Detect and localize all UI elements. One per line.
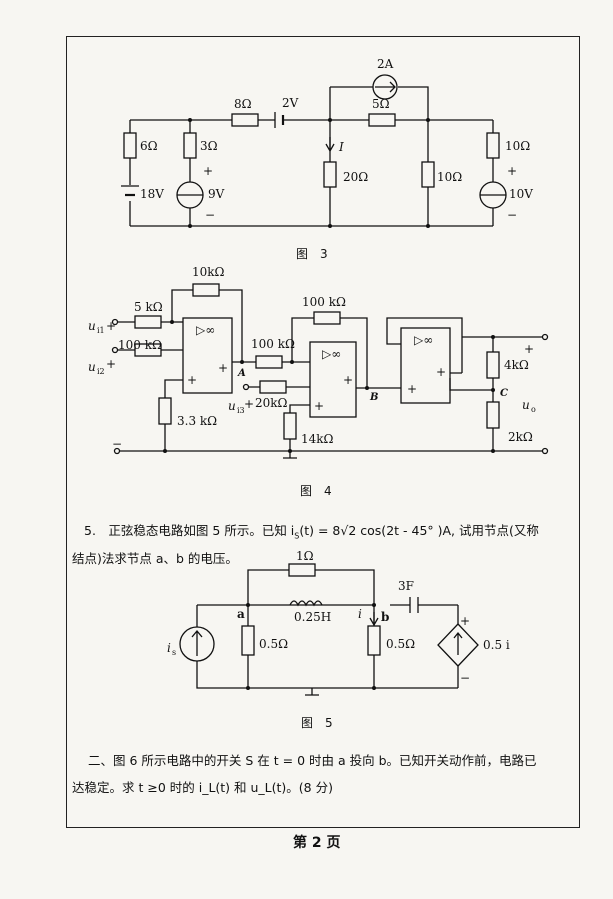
problem-5-sub: S bbox=[294, 531, 300, 541]
fig4-ui3-label: u bbox=[228, 399, 236, 413]
fig4-op1-plus-out: + bbox=[218, 361, 228, 375]
fig4-r10k-label: 10kΩ bbox=[192, 265, 225, 279]
fig5-l-label: 0.25H bbox=[294, 610, 331, 624]
figure-4-caption: 图 4 bbox=[300, 484, 332, 498]
figure-3-caption: 图 3 bbox=[296, 247, 328, 261]
fig4-ui1-sub: i1 bbox=[97, 326, 105, 335]
fig3-9v-label: 9V bbox=[208, 187, 225, 201]
fig4-r100b-label: 100 kΩ bbox=[251, 337, 295, 351]
fig4-uo-sub: o bbox=[531, 405, 536, 414]
fig4-opamp1-plus: + bbox=[187, 373, 197, 387]
fig4-ui2-plus: + bbox=[106, 357, 116, 371]
fig3-plus-2: + bbox=[507, 164, 517, 178]
fig4-out-plus: + bbox=[524, 342, 534, 356]
fig4-opamp1-symbol: ▷∞ bbox=[196, 323, 215, 337]
problem-5-text-a: 5. 正弦稳态电路如图 5 所示。已知 i bbox=[84, 523, 295, 538]
fig4-op2-plus-out: + bbox=[343, 373, 353, 387]
fig3-minus-2: − bbox=[507, 208, 517, 222]
fig4-r14k-label: 14kΩ bbox=[301, 432, 334, 446]
fig5-ra-label: 0.5Ω bbox=[259, 637, 288, 651]
fig4-opamp2-symbol: ▷∞ bbox=[322, 347, 341, 361]
fig5-plus: + bbox=[460, 614, 470, 628]
fig5-is-label: i bbox=[167, 641, 171, 655]
fig4-opamp2-plus: + bbox=[314, 399, 324, 413]
fig4-ui2-sub: i2 bbox=[97, 367, 105, 376]
fig5-rb-label: 0.5Ω bbox=[386, 637, 415, 651]
fig3-2v-label: 2V bbox=[282, 96, 299, 110]
fig4-ui1-label: u bbox=[88, 319, 96, 333]
fig4-r100c-label: 100 kΩ bbox=[302, 295, 346, 309]
fig3-r8-label: 8Ω bbox=[234, 97, 252, 111]
page-number: 第 2 页 bbox=[293, 835, 341, 851]
fig4-ui1-plus: + bbox=[106, 319, 116, 333]
fig4-r33-label: 3.3 kΩ bbox=[177, 414, 217, 428]
fig3-r10a-label: 10Ω bbox=[437, 170, 462, 184]
section-2-line-1: 二、图 6 所示电路中的开关 S 在 t = 0 时由 a 投向 b。已知开关动… bbox=[88, 753, 537, 768]
fig5-node-a: a bbox=[237, 607, 245, 621]
section-2-line-2: 达稳定。求 t ≥0 时的 i_L(t) 和 u_L(t)。(8 分) bbox=[72, 780, 333, 795]
fig3-minus-1: − bbox=[205, 208, 215, 222]
fig4-r5k-label: 5 kΩ bbox=[134, 300, 163, 314]
fig3-current-label: I bbox=[338, 140, 344, 154]
fig4-r100a-label: 100 kΩ bbox=[118, 338, 162, 352]
fig5-node-b: b bbox=[381, 610, 389, 624]
fig3-r20-label: 20Ω bbox=[343, 170, 368, 184]
fig3-r5-label: 5Ω bbox=[372, 97, 390, 111]
fig3-plus-1: + bbox=[203, 164, 213, 178]
fig4-minus: − bbox=[112, 437, 122, 451]
fig3-2a-label: 2A bbox=[377, 57, 394, 71]
fig5-is-sub: s bbox=[172, 648, 176, 657]
fig4-op3-plus-out: + bbox=[436, 365, 446, 379]
problem-5-text-b: (t) = 8√2 cos(2t - 45° )A, 试用节点(又称 bbox=[299, 523, 539, 538]
fig4-node-a: A bbox=[237, 368, 246, 379]
fig3-r10b-label: 10Ω bbox=[505, 139, 530, 153]
fig4-opamp3-plus: + bbox=[407, 382, 417, 396]
fig4-node-c: C bbox=[500, 388, 508, 399]
fig3-r6-label: 6Ω bbox=[140, 139, 158, 153]
fig3-18v-label: 18V bbox=[140, 187, 164, 201]
fig4-r20k-label: 20kΩ bbox=[255, 396, 288, 410]
problem-5-line-2: 结点)法求节点 a、b 的电压。 bbox=[72, 551, 238, 566]
fig5-r1-label: 1Ω bbox=[296, 549, 314, 563]
fig5-minus: − bbox=[460, 671, 470, 685]
fig4-ui2-label: u bbox=[88, 360, 96, 374]
fig3-r3-label: 3Ω bbox=[200, 139, 218, 153]
problem-5-line-1: 5. 正弦稳态电路如图 5 所示。已知 iS(t) = 8√2 cos(2t -… bbox=[84, 522, 539, 545]
fig4-ui3-plus: + bbox=[244, 397, 254, 411]
fig4-ui3-sub: i3 bbox=[237, 406, 245, 415]
fig3-10v-label: 10V bbox=[509, 187, 533, 201]
fig4-r2k-label: 2kΩ bbox=[508, 430, 533, 444]
fig4-opamp3-symbol: ▷∞ bbox=[414, 333, 433, 347]
page-frame bbox=[66, 36, 580, 828]
fig4-r4k-label: 4kΩ bbox=[504, 358, 529, 372]
fig4-uo-label: u bbox=[522, 398, 530, 412]
fig5-current-label: i bbox=[358, 607, 362, 621]
figure-5-caption: 图 5 bbox=[301, 716, 333, 730]
fig4-node-b: B bbox=[369, 392, 378, 403]
fig5-c-label: 3F bbox=[398, 579, 414, 593]
fig5-dep-source-label: 0.5 i bbox=[483, 638, 510, 652]
